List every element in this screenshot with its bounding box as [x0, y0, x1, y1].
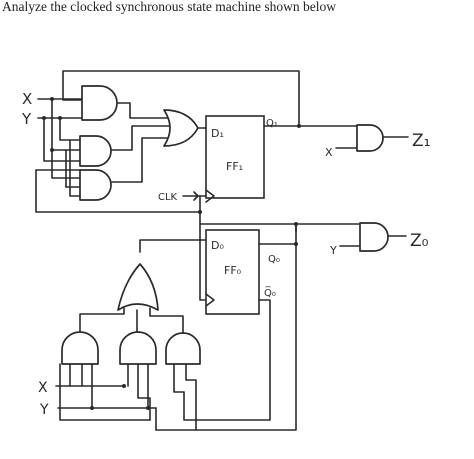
- junction-dot: [297, 124, 301, 128]
- or-gate-d0: [117, 263, 159, 311]
- label-q0: Q₀: [268, 254, 280, 265]
- y-bus-wire: [59, 117, 81, 141]
- and-gate-bottom-3: [165, 332, 201, 365]
- label-d0: D₀: [211, 239, 224, 252]
- gates: [61, 85, 389, 365]
- q0-feedback-bottom-wire: [155, 223, 297, 431]
- or-to-d0-wire: [139, 239, 207, 253]
- junction-dot: [294, 242, 298, 246]
- and2-to-or-wire: [111, 125, 171, 151]
- junction-dot: [58, 116, 62, 120]
- junction-dot: [42, 116, 46, 120]
- ff0-clock-marker: [205, 293, 215, 307]
- band3-to-or-wire: [149, 307, 184, 341]
- y-bus-2-wire: [43, 117, 81, 162]
- clk-to-ff0-wire: [199, 223, 207, 301]
- junctions: [42, 97, 301, 410]
- q1-feedback-wire: [62, 70, 300, 127]
- label-z1: Z₁: [412, 131, 430, 151]
- or-gate-d1: [163, 109, 199, 147]
- and-gate-top: [81, 85, 118, 121]
- flip-flop-1: [205, 115, 265, 199]
- and3-input-wire: [69, 139, 81, 197]
- label-x-bottom: X: [38, 380, 48, 396]
- label-d1: D₁: [211, 127, 224, 140]
- junction-dot: [50, 148, 54, 152]
- ff1-clock-marker: [205, 189, 215, 203]
- label-clk: CLK: [158, 192, 178, 203]
- and3-to-or-wire: [111, 137, 169, 183]
- and-gate-z1: [356, 124, 384, 152]
- q0bar-feedback-wire: [183, 299, 271, 421]
- label-z0: Z₀: [410, 231, 429, 251]
- and-gate-bottom-2: [119, 331, 157, 365]
- label-ff1: FF₁: [226, 160, 243, 173]
- and-gate-z0: [359, 222, 389, 252]
- label-ff0: FF₀: [224, 264, 242, 277]
- band3-leg-b: [185, 363, 197, 431]
- clk-arrow-icon: [193, 191, 199, 201]
- junction-dot: [50, 97, 54, 101]
- junction-dot: [122, 384, 126, 388]
- junction-dot: [146, 406, 150, 410]
- labels: X Y D₁ Q₁ FF₁ CLK X Z₁ D₀ Q₀ FF₀ Q̅₀ Y Z…: [21, 90, 430, 418]
- and-gate-lower: [79, 169, 112, 201]
- and1-to-or-wire: [115, 102, 169, 119]
- band2-leg-b: [137, 363, 151, 421]
- label-y-out: Y: [329, 244, 337, 257]
- and-gate-bottom-1: [61, 331, 99, 365]
- question-text: Analyze the clocked synchronous state ma…: [2, 0, 337, 14]
- label-q1: Q₁: [266, 118, 278, 129]
- and-gate-middle: [79, 135, 112, 167]
- label-x-top: X: [22, 90, 32, 108]
- junction-dot: [294, 222, 298, 226]
- label-q0-bar: Q̅₀: [264, 286, 276, 299]
- label-y-top: Y: [21, 110, 32, 128]
- band1-to-or-wire: [79, 307, 125, 341]
- junction-dot: [90, 406, 94, 410]
- band1-leg-d: [59, 363, 151, 421]
- band3-leg-a: [173, 363, 185, 393]
- flip-flop-0: [205, 229, 260, 315]
- label-x-out: X: [325, 146, 333, 159]
- junction-dot: [198, 210, 202, 214]
- label-y-bottom: Y: [39, 402, 49, 418]
